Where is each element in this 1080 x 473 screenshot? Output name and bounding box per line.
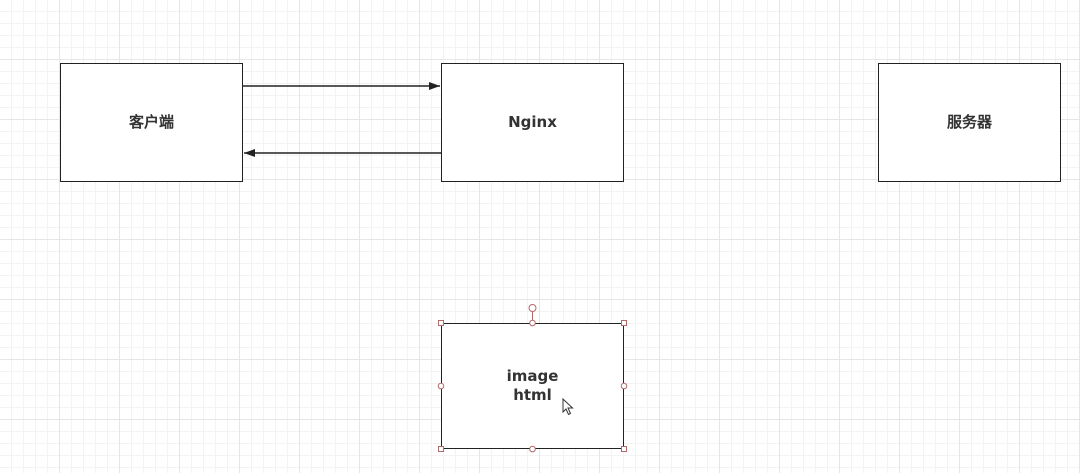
resize-handle-top[interactable] bbox=[529, 319, 536, 327]
resize-handle-top-right[interactable] bbox=[621, 320, 627, 326]
node-image-label-line-1: image bbox=[506, 367, 559, 385]
resize-handle-bottom-right[interactable] bbox=[621, 446, 627, 452]
resize-handle-left[interactable] bbox=[437, 382, 445, 390]
node-image-selected[interactable]: image html bbox=[441, 323, 624, 449]
resize-handle-right[interactable] bbox=[620, 382, 628, 390]
resize-handle-bottom-left[interactable] bbox=[438, 446, 444, 452]
node-nginx[interactable]: Nginx bbox=[441, 63, 624, 182]
node-server-label: 服务器 bbox=[946, 113, 992, 131]
node-client[interactable]: 客户端 bbox=[60, 63, 243, 182]
node-server[interactable]: 服务器 bbox=[878, 63, 1061, 182]
node-client-label: 客户端 bbox=[128, 113, 174, 131]
rotate-handle[interactable] bbox=[528, 304, 537, 312]
resize-handle-bottom[interactable] bbox=[529, 445, 536, 453]
mouse-pointer-icon bbox=[562, 398, 574, 416]
resize-handle-top-left[interactable] bbox=[438, 320, 444, 326]
node-nginx-label: Nginx bbox=[508, 113, 557, 131]
node-image-label-line-2: html bbox=[513, 386, 552, 404]
